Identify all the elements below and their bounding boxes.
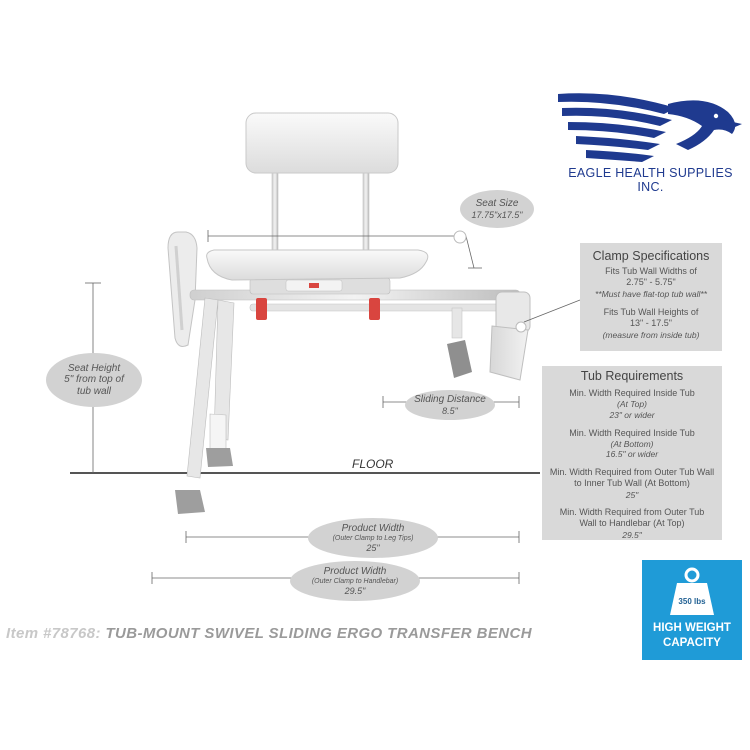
tub-requirement-item: Min. Width Required Inside Tub (At Top) … <box>542 388 722 421</box>
tub-req-line1: Min. Width Required from Outer Tub <box>559 507 705 518</box>
product-width-handlebar-title: Product Width <box>323 566 387 578</box>
capacity-line1: HIGH WEIGHT <box>653 622 731 634</box>
company-name: EAGLE HEALTH SUPPLIES INC. <box>568 166 733 194</box>
tub-req-value: 29.5" <box>622 529 642 540</box>
sliding-distance-callout: Sliding Distance 8.5" <box>405 390 495 420</box>
sliding-distance-value: 8.5" <box>442 405 458 416</box>
tub-req-line1: Min. Width Required from Outer Tub Wall <box>549 467 715 477</box>
tub-req-line1: Min. Width Required Inside Tub <box>569 427 695 438</box>
tub-requirement-item: Min. Width Required from Outer Tub Wall … <box>542 507 722 540</box>
tub-req-line2: to Inner Tub Wall (At Bottom) <box>574 478 690 489</box>
capacity-line2: CAPACITY <box>663 637 721 649</box>
clamp-widths-value: 2.75" - 5.75" <box>626 277 676 288</box>
clamp-widths-line: Fits Tub Wall Widths of <box>605 266 697 276</box>
tub-requirements-heading: Tub Requirements <box>580 369 684 383</box>
seat-height-line2: 5" from top of <box>64 374 124 386</box>
product-width-legs-value: 25" <box>366 542 380 553</box>
weight-value: 350 lbs <box>678 597 706 606</box>
weight-icon <box>670 567 714 615</box>
item-title: Item #78768: TUB-MOUNT SWIVEL SLIDING ER… <box>6 625 532 642</box>
floor-label: FLOOR <box>352 457 394 471</box>
tub-req-line2: (At Bottom) <box>610 438 654 449</box>
tub-req-value: 23" or wider <box>609 409 655 420</box>
clamp-specs-heading: Clamp Specifications <box>592 249 710 263</box>
item-number: Item #78768: <box>6 625 101 642</box>
eagle-logo <box>558 93 742 162</box>
product-width-legs-subtitle: (Outer Clamp to Leg Tips) <box>332 534 414 542</box>
tub-req-value: 16.5" or wider <box>605 449 659 460</box>
tub-req-line1: Min. Width Required Inside Tub <box>569 388 695 398</box>
seat-size-title: Seat Size <box>475 198 519 210</box>
product-width-handlebar-value: 29.5" <box>344 585 366 596</box>
seat-height-line1: Seat Height <box>67 362 121 374</box>
seat-height-callout: Seat Height 5" from top of tub wall <box>46 353 142 407</box>
clamp-widths-note: **Must have flat-top tub wall** <box>595 288 707 299</box>
tub-requirement-item: Min. Width Required Inside Tub (At Botto… <box>542 428 722 461</box>
tub-req-line2: (At Top) <box>617 399 647 410</box>
product-width-legs-callout: Product Width (Outer Clamp to Leg Tips) … <box>308 518 438 558</box>
product-width-handlebar-callout: Product Width (Outer Clamp to Handlebar)… <box>290 561 420 601</box>
clamp-heights-note: (measure from inside tub) <box>602 329 700 340</box>
clamp-heights-line: Fits Tub Wall Heights of <box>603 307 699 318</box>
seat-size-callout: Seat Size 17.75"x17.5" <box>460 190 534 228</box>
product-width-legs-title: Product Width <box>341 523 405 535</box>
tub-req-value: 25" <box>625 489 639 500</box>
item-name: TUB-MOUNT SWIVEL SLIDING ERGO TRANSFER B… <box>105 625 532 642</box>
product-width-handlebar-subtitle: (Outer Clamp to Handlebar) <box>311 577 399 585</box>
seat-size-value: 17.75"x17.5" <box>471 209 523 220</box>
tub-requirement-item: Min. Width Required from Outer Tub Wall … <box>542 467 722 500</box>
tub-requirements-panel: Tub Requirements Min. Width Required Ins… <box>542 366 722 540</box>
clamp-specifications-panel: Clamp Specifications Fits Tub Wall Width… <box>580 243 722 351</box>
clamp-heights-value: 13" - 17.5" <box>630 318 672 329</box>
weight-capacity-badge: 350 lbs HIGH WEIGHT CAPACITY <box>642 560 742 660</box>
sliding-distance-title: Sliding Distance <box>414 394 486 406</box>
seat-height-line3: tub wall <box>77 385 111 397</box>
tub-req-line2: Wall to Handlebar (At Top) <box>579 518 685 529</box>
